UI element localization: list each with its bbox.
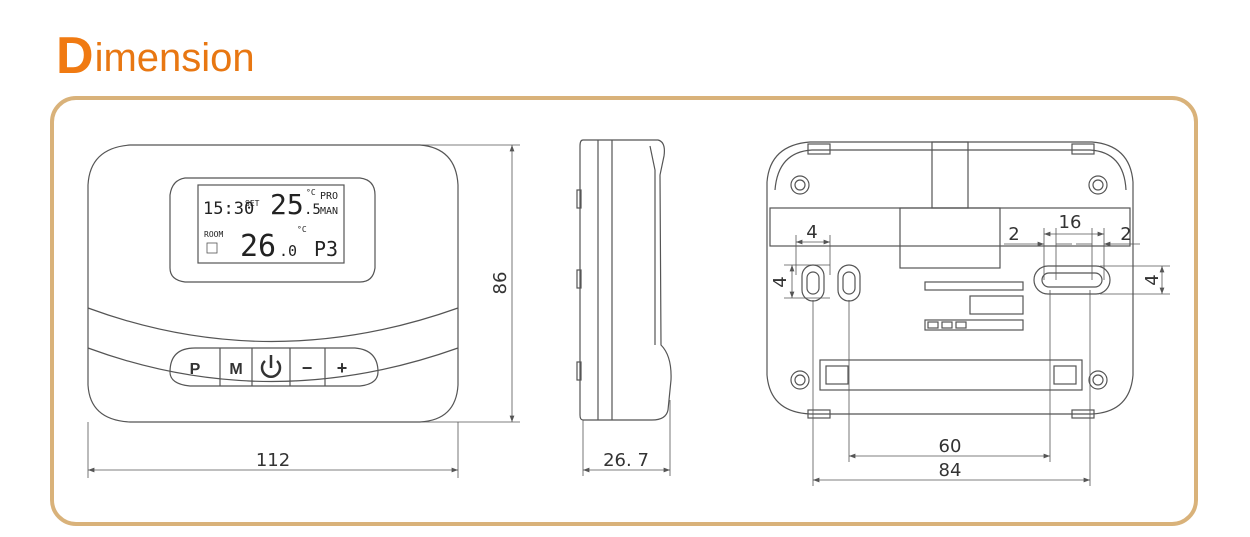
back-center-box (899, 207, 1001, 269)
side-view (576, 139, 672, 421)
front-view (87, 144, 459, 423)
lcd-screen (197, 184, 345, 264)
back-dimensions (784, 228, 1170, 486)
back-body-outline (766, 141, 1134, 415)
front-upper-curve (87, 307, 459, 343)
back-top-tab (931, 141, 969, 209)
diagram-frame (50, 96, 1198, 526)
side-depth-label: 26. 7 (603, 450, 649, 471)
lcd-small-icon (206, 242, 218, 254)
mount-hole-middle (837, 264, 861, 302)
button-m-label: M (229, 361, 242, 378)
back-spacing-60-label: 60 (939, 436, 962, 457)
side-body-outline (579, 139, 672, 421)
power-icon (260, 355, 282, 378)
button-plus-label: + (337, 358, 348, 378)
title-rest: imension (94, 36, 255, 80)
title-first-letter: D (56, 27, 94, 85)
lcd-man-label: MAN (320, 206, 338, 217)
lcd-clock: 15:30 (203, 199, 254, 219)
back-slot-length-label: 16 (1059, 212, 1082, 233)
back-bottom-slot (819, 359, 1083, 391)
mount-hole-left (801, 264, 825, 302)
back-hole-height-label: 4 (770, 276, 791, 287)
lcd-room-label: ROOM (204, 230, 223, 239)
back-hole-width-label: 4 (806, 222, 817, 243)
back-spacing-84-label: 84 (939, 460, 962, 481)
lcd-pro-label: PRO (320, 191, 338, 202)
back-view (766, 141, 1134, 419)
side-dimensions (582, 400, 671, 476)
lcd-program: P3 (314, 237, 338, 261)
button-strip (169, 347, 379, 387)
button-p-label: P (190, 361, 201, 378)
lcd-room-temp-decimal: .0 (279, 242, 297, 260)
button-minus-label: − (302, 358, 313, 378)
lcd-content: 15:30 SET 25 .5 °C PRO MAN ROOM 26 .0 °C… (203, 188, 338, 264)
lcd-set-label: SET (245, 199, 260, 208)
front-width-label: 112 (256, 450, 290, 471)
lcd-set-temp-decimal: .5 (304, 202, 321, 218)
lcd-set-temp: 25 (270, 188, 304, 221)
lcd-room-temp: 26 (240, 229, 276, 264)
mount-slot-right (1033, 265, 1111, 295)
front-dimensions (87, 144, 520, 478)
front-buttons: P M − + (190, 355, 348, 378)
front-body-outline (87, 144, 459, 423)
lcd-unit-bottom: °C (297, 225, 307, 234)
front-height-label: 86 (490, 272, 511, 295)
back-gap-right-label: 2 (1120, 224, 1131, 245)
back-gap-left-label: 2 (1008, 224, 1019, 245)
lcd-unit-top: °C (306, 188, 316, 197)
front-lower-curve (87, 347, 459, 383)
page-title: D imension (56, 22, 255, 82)
lcd-window (169, 177, 376, 283)
back-slot-height-label: 4 (1142, 274, 1163, 285)
